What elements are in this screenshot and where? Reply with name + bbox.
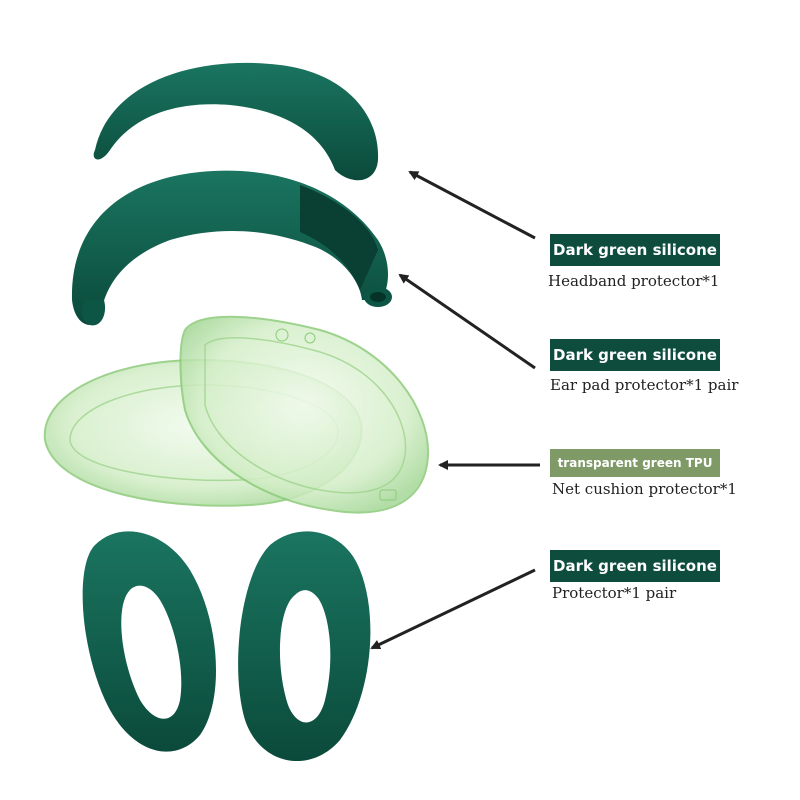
headband-protector [71,170,392,326]
arrow-headband [408,170,536,240]
ear-ring-left [82,531,217,752]
caption-protector-pair: Protector*1 pair [552,584,677,602]
arrow-earpad [398,273,536,370]
caption-net-cushion-protector: Net cushion protector*1 [552,480,737,498]
headband-strip [93,62,379,181]
material-tag-earpad: Dark green silicone [550,339,720,371]
arrows [370,170,540,650]
caption-earpad-protector: Ear pad protector*1 pair [550,376,739,394]
material-tag-headband: Dark green silicone [550,234,720,266]
material-tag-net-cushion: transparent green TPU [550,449,720,477]
ear-ring-right [238,531,371,762]
caption-headband-protector: Headband protector*1 [548,272,720,290]
arrow-protector [370,568,536,650]
tpu-cushion-right [179,315,430,514]
material-tag-protector: Dark green silicone [550,550,720,582]
